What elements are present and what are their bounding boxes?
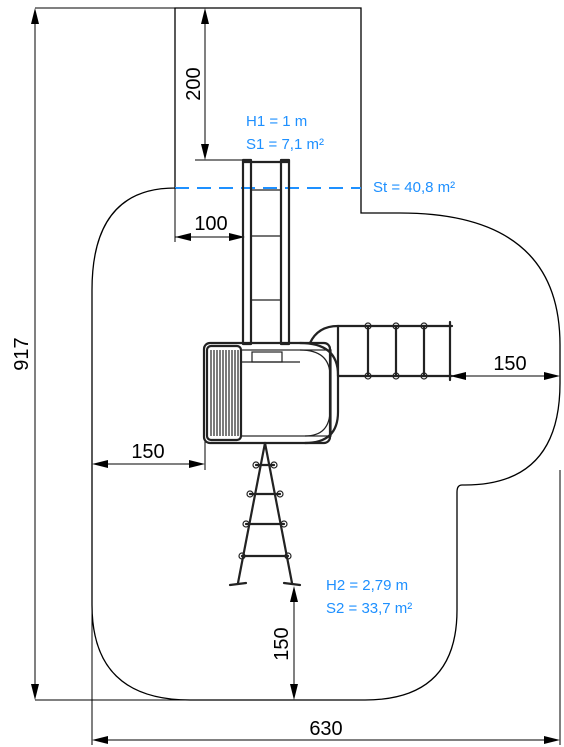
dim-total-height: 917 xyxy=(11,7,190,701)
zone2-height-label: H2 = 2,79 m xyxy=(326,577,408,594)
central-platform xyxy=(202,341,340,445)
dim-left-clearance: 150 xyxy=(92,440,206,470)
zone1-height-label: H1 = 1 m xyxy=(246,113,307,130)
bottom-ladder xyxy=(228,441,302,587)
zone1-area-label: S1 = 7,1 m² xyxy=(246,136,324,153)
zone2-area-label: S2 = 33,7 m² xyxy=(326,600,412,617)
dim-bottom-clearance-label: 150 xyxy=(271,627,293,660)
equipment-top-view xyxy=(202,158,454,587)
dim-right-clearance: 150 xyxy=(450,353,560,380)
horizontal-ladder xyxy=(308,320,454,382)
dim-top-clearance-label: 200 xyxy=(183,67,205,100)
dim-bottom-clearance: 150 xyxy=(271,586,298,700)
dim-right-clearance-label: 150 xyxy=(493,353,526,375)
safety-zone-outline xyxy=(91,7,561,701)
dim-total-height-label: 917 xyxy=(11,337,33,370)
dim-top-clearance: 200 xyxy=(183,8,250,161)
dim-total-width-label: 630 xyxy=(309,718,342,740)
dim-left-clearance-label: 150 xyxy=(131,441,164,463)
dim-upper-side: 100 xyxy=(174,188,245,242)
dim-total-width: 630 xyxy=(91,470,561,745)
total-area-label: St = 40,8 m² xyxy=(373,179,455,196)
dim-upper-side-label: 100 xyxy=(194,213,227,235)
climbing-wall xyxy=(205,344,243,442)
